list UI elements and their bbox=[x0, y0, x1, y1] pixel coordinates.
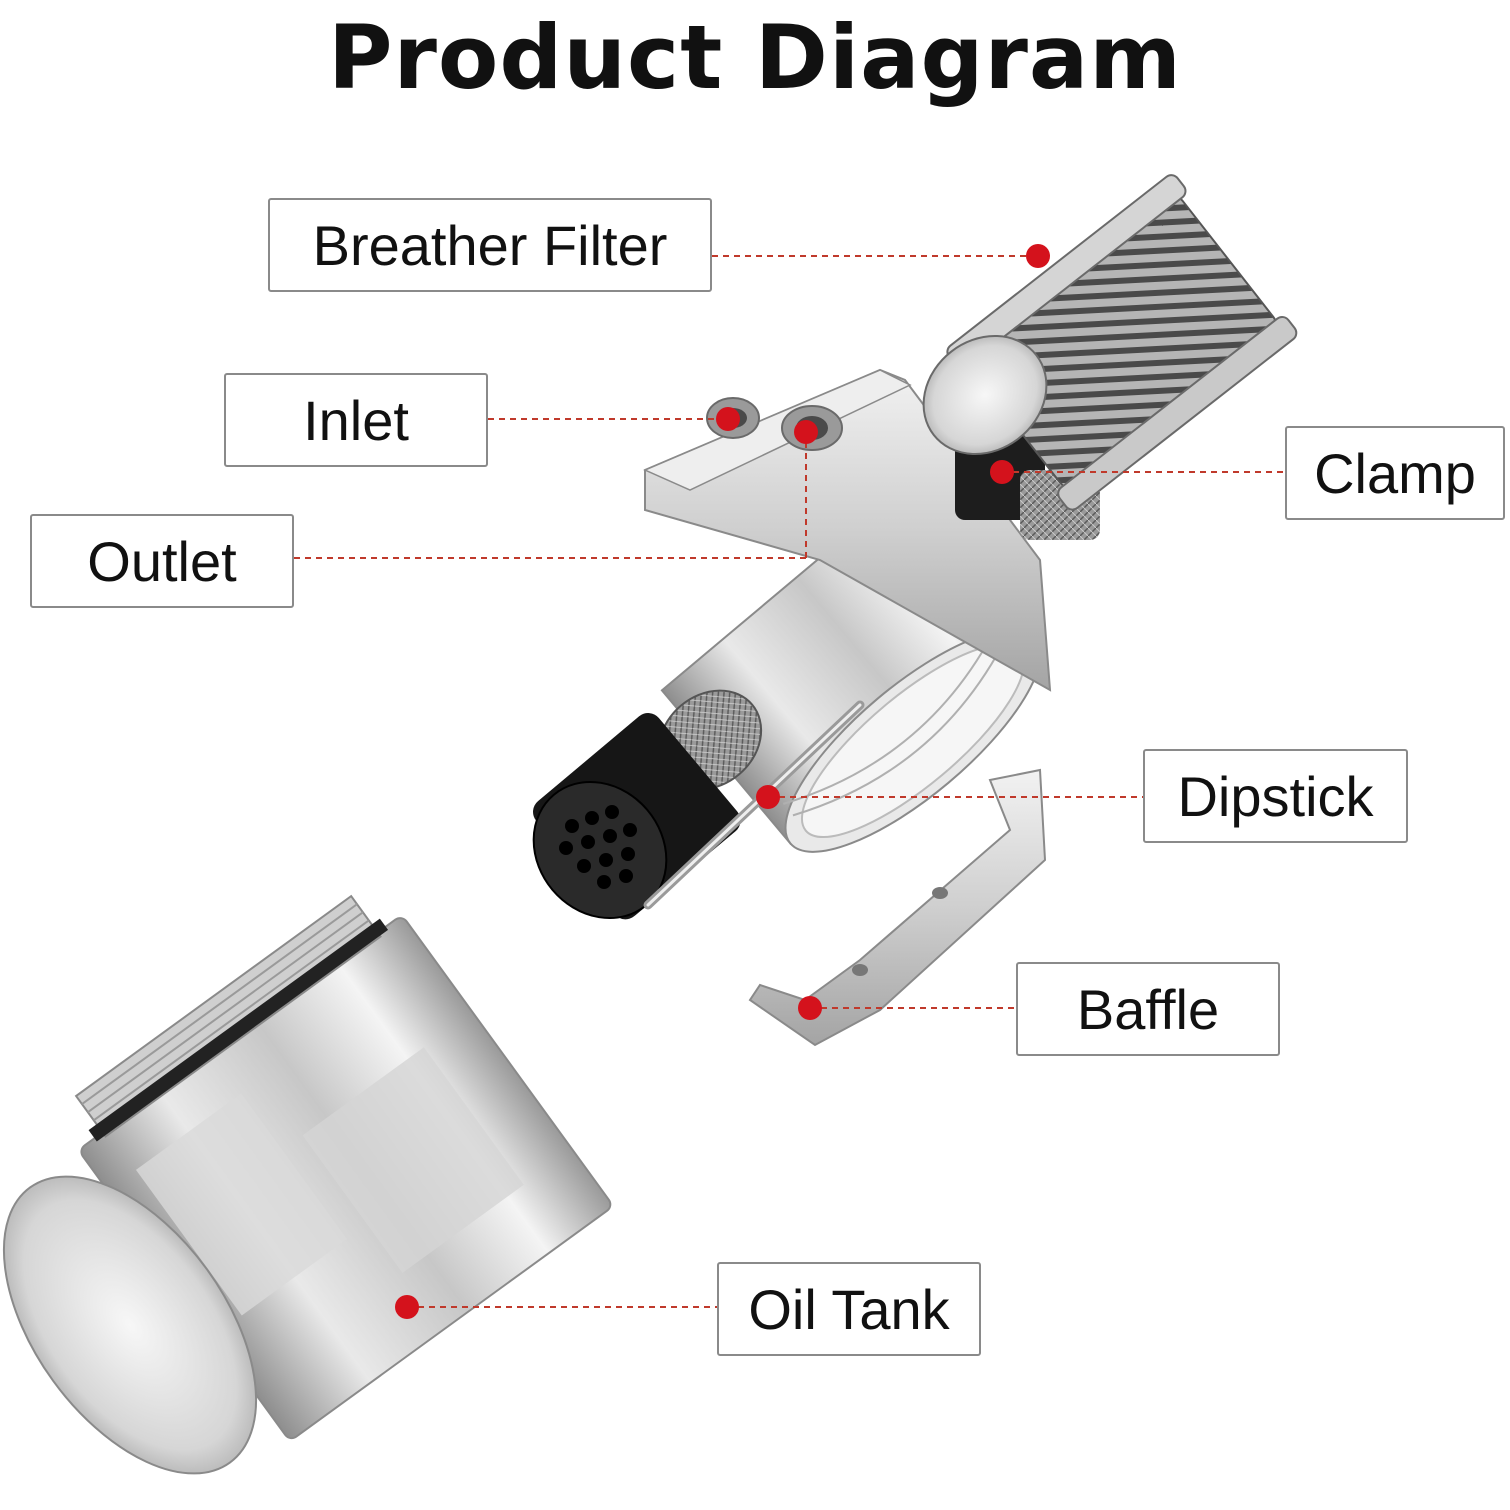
mesh-filter-illustration bbox=[532, 689, 763, 920]
label-breather-filter: Breather Filter bbox=[268, 198, 712, 292]
marker-breather-filter bbox=[1026, 244, 1050, 268]
oil-tank-illustration bbox=[2, 894, 612, 1475]
label-clamp: Clamp bbox=[1285, 426, 1505, 520]
breather-filter-illustration bbox=[922, 174, 1298, 511]
marker-outlet bbox=[794, 420, 818, 444]
label-oil-tank: Oil Tank bbox=[717, 1262, 981, 1356]
marker-oil-tank bbox=[395, 1295, 419, 1319]
label-baffle: Baffle bbox=[1016, 962, 1280, 1056]
dipstick-illustration bbox=[643, 700, 865, 910]
marker-dipstick bbox=[756, 785, 780, 809]
marker-baffle bbox=[798, 996, 822, 1020]
diagram-title: Product Diagram bbox=[328, 6, 1182, 109]
marker-clamp bbox=[990, 460, 1014, 484]
label-dipstick: Dipstick bbox=[1143, 749, 1408, 843]
label-inlet: Inlet bbox=[224, 373, 488, 467]
marker-inlet bbox=[716, 407, 740, 431]
label-outlet: Outlet bbox=[30, 514, 294, 608]
